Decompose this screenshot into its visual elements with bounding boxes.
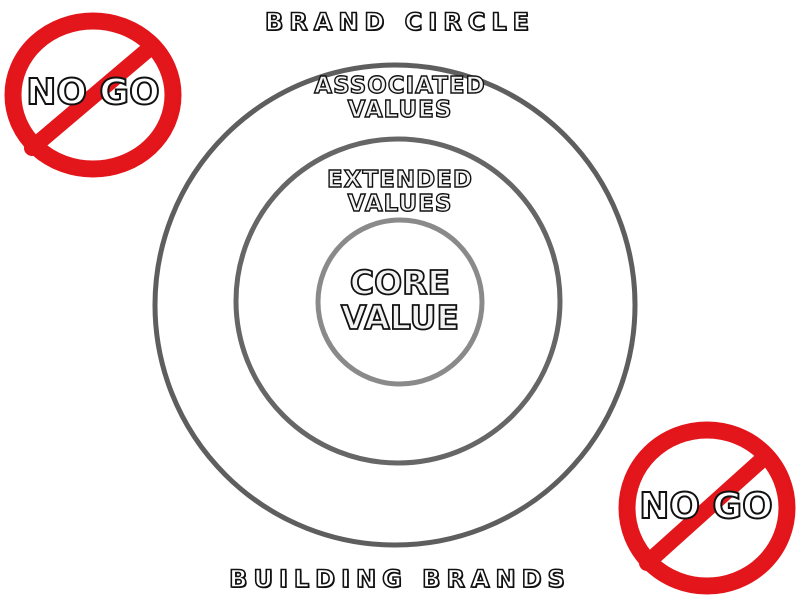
no-go-stamp-top-left: NO GO (2, 10, 184, 180)
extended-values-label: EXTENDED VALUES (326, 167, 473, 218)
core-value-label: CORE VALUE (340, 263, 460, 337)
diagram-footer: BUILDING BRANDS (228, 564, 571, 594)
diagram-title: BRAND CIRCLE (264, 7, 536, 37)
no-go-label: NO GO (638, 485, 773, 528)
middle-ring (233, 136, 563, 466)
prohibition-icon (4, 12, 182, 178)
no-go-stamp-bottom-right: NO GO (615, 417, 797, 595)
associated-values-label: ASSOCIATED VALUES (314, 73, 486, 124)
outer-ring (152, 62, 638, 548)
prohibition-icon (618, 421, 796, 595)
no-go-label: NO GO (25, 71, 160, 114)
inner-ring (315, 217, 485, 387)
